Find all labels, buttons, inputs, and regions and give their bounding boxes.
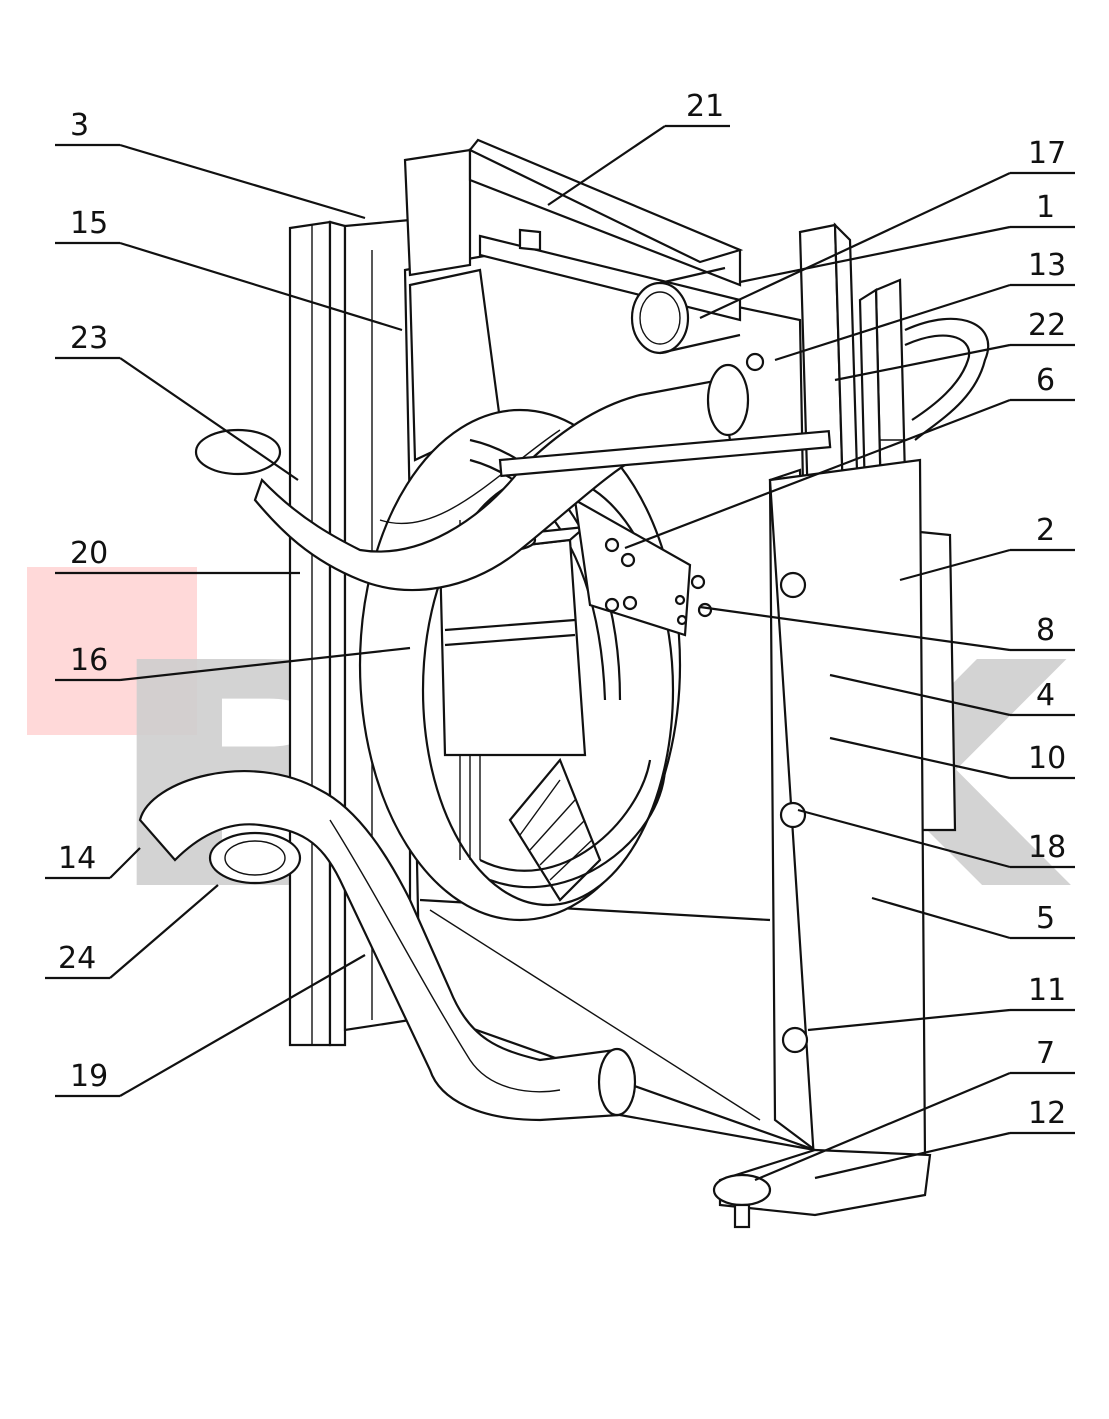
radiator-drawing bbox=[138, 138, 990, 1229]
callout-20: 20 bbox=[55, 536, 300, 575]
svg-text:11: 11 bbox=[1028, 973, 1066, 1008]
callout-14: 14 bbox=[45, 841, 141, 880]
callout-17: 17 bbox=[699, 136, 1075, 319]
callout-19: 19 bbox=[55, 954, 366, 1098]
callout-2: 2 bbox=[899, 513, 1075, 582]
bottom-foot bbox=[712, 1148, 932, 1229]
callout-24: 24 bbox=[45, 884, 219, 980]
svg-text:17: 17 bbox=[1028, 136, 1066, 171]
callout-11: 11 bbox=[807, 973, 1075, 1032]
svg-text:15: 15 bbox=[70, 206, 108, 241]
svg-text:6: 6 bbox=[1036, 363, 1055, 398]
svg-text:14: 14 bbox=[58, 841, 96, 876]
fan-blades bbox=[469, 438, 667, 902]
right-plates bbox=[768, 222, 957, 1177]
callout-16: 16 bbox=[55, 643, 411, 682]
upper-hose bbox=[194, 363, 750, 592]
bolt-lower bbox=[781, 1026, 809, 1054]
callout-12: 12 bbox=[814, 1096, 1075, 1180]
callout-10: 10 bbox=[829, 736, 1075, 780]
callout-18: 18 bbox=[797, 808, 1075, 869]
callout-13: 13 bbox=[774, 248, 1075, 362]
callout-23: 23 bbox=[55, 321, 299, 481]
callout-21: 21 bbox=[547, 89, 730, 206]
svg-text:10: 10 bbox=[1028, 741, 1066, 776]
svg-text:7: 7 bbox=[1036, 1036, 1055, 1071]
callout-22: 22 bbox=[834, 308, 1075, 382]
svg-text:20: 20 bbox=[70, 536, 108, 571]
callout-8: 8 bbox=[699, 605, 1075, 652]
svg-text:16: 16 bbox=[70, 643, 108, 678]
bolt-middle bbox=[779, 801, 807, 829]
watermark-highlight bbox=[27, 567, 197, 735]
strut bbox=[498, 430, 832, 478]
callouts: 3 15 23 20 16 14 24 bbox=[45, 89, 1075, 1182]
svg-text:21: 21 bbox=[686, 89, 724, 124]
svg-text:24: 24 bbox=[58, 941, 96, 976]
callout-3: 3 bbox=[55, 108, 366, 220]
lower-hose bbox=[138, 770, 816, 1152]
callout-5: 5 bbox=[871, 896, 1075, 940]
svg-text:13: 13 bbox=[1028, 248, 1066, 283]
svg-text:8: 8 bbox=[1036, 613, 1055, 648]
svg-text:22: 22 bbox=[1028, 308, 1066, 343]
top-outlet-pipe bbox=[630, 266, 765, 372]
svg-text:18: 18 bbox=[1028, 830, 1066, 865]
callout-15: 15 bbox=[55, 206, 403, 332]
svg-text:1: 1 bbox=[1036, 190, 1055, 225]
callout-7: 7 bbox=[754, 1036, 1075, 1182]
callout-1: 1 bbox=[739, 190, 1075, 284]
svg-text:3: 3 bbox=[70, 108, 89, 143]
callout-6: 6 bbox=[624, 363, 1075, 550]
svg-text:19: 19 bbox=[70, 1059, 108, 1094]
bolt-upper bbox=[779, 571, 807, 599]
svg-text:2: 2 bbox=[1036, 513, 1055, 548]
svg-text:12: 12 bbox=[1028, 1096, 1066, 1131]
svg-text:23: 23 bbox=[70, 321, 108, 356]
right-top-hose bbox=[904, 317, 990, 441]
fan-bracket bbox=[573, 497, 713, 637]
svg-text:4: 4 bbox=[1036, 678, 1055, 713]
callout-4: 4 bbox=[829, 673, 1075, 717]
svg-text:5: 5 bbox=[1036, 901, 1055, 936]
